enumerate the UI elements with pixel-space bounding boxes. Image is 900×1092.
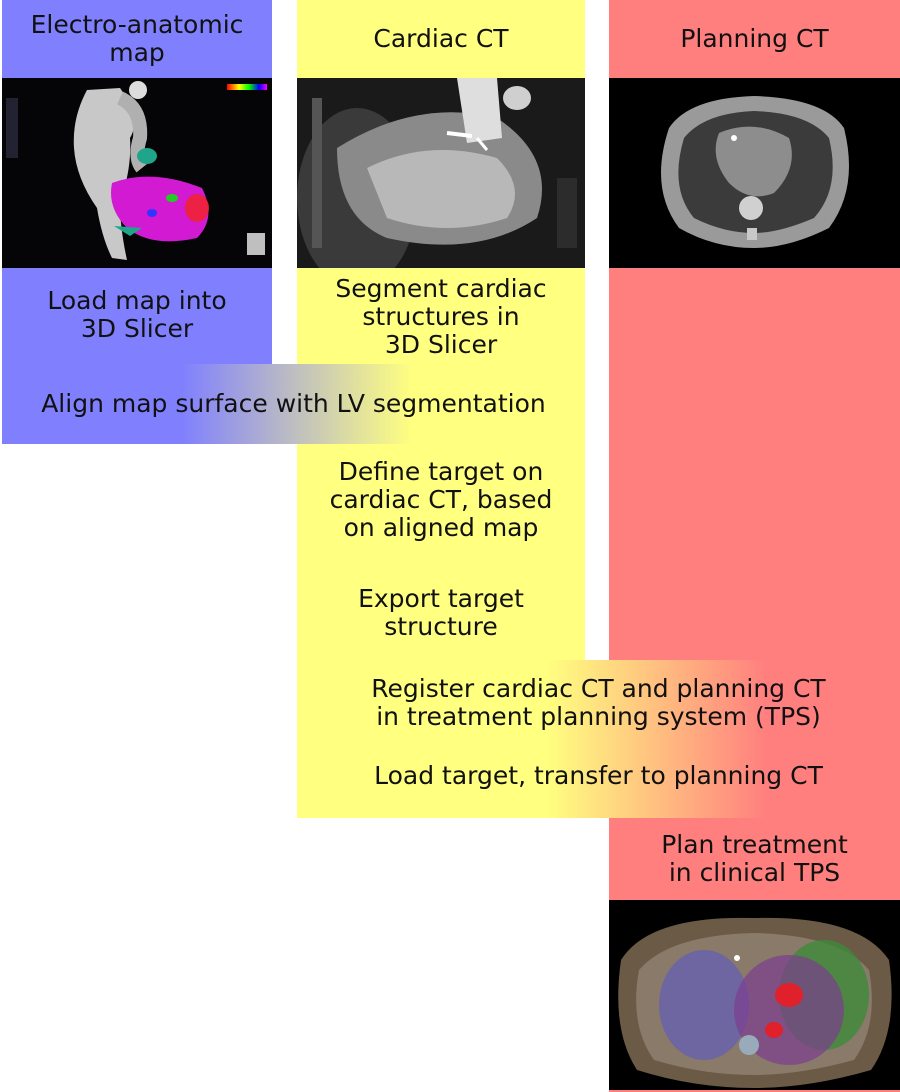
register-step: Register cardiac CT and planning CT in t… <box>371 674 826 731</box>
load-map-step: Load map into 3D Slicer <box>47 286 227 343</box>
segment-step: Segment cardiac structures in 3D Slicer <box>335 274 547 359</box>
map-header: Electro-anatomic map <box>30 10 244 67</box>
align-step: Align map surface with LV segmentation <box>41 389 546 418</box>
treatment-plan-image <box>609 900 900 1090</box>
export-target-step: Export target structure <box>358 584 524 641</box>
cardiac-header: Cardiac CT <box>373 24 509 53</box>
align-band <box>2 364 585 444</box>
register-band <box>297 660 900 818</box>
plan-treatment-step: Plan treatment in clinical TPS <box>661 830 848 887</box>
load-target-step: Load target, transfer to planning CT <box>374 761 823 790</box>
cardiac-ct-image <box>297 78 585 268</box>
define-target-step: Define target on cardiac CT, based on al… <box>329 457 553 542</box>
electro-anatomic-map-image <box>2 78 272 268</box>
planning-ct-image <box>609 78 900 268</box>
planning-header: Planning CT <box>680 24 829 53</box>
